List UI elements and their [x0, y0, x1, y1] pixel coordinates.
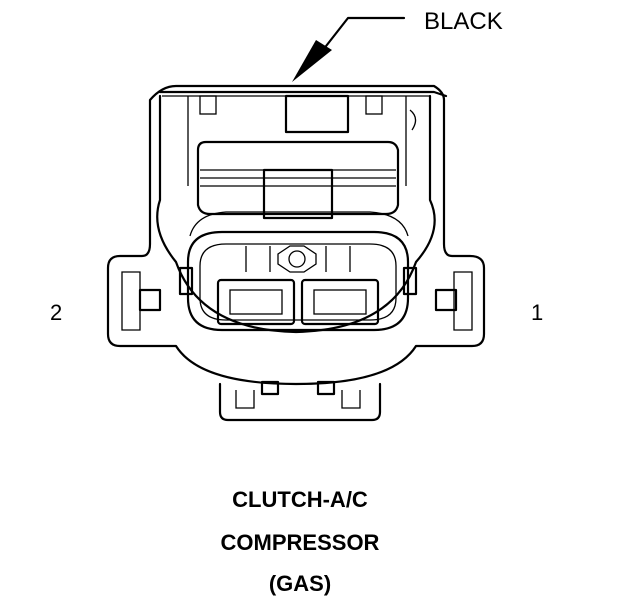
callout-label-black: BLACK — [424, 8, 503, 35]
connector-cover — [158, 90, 448, 186]
title-line-2: COMPRESSOR — [220, 530, 380, 555]
pin-number-1: 1 — [531, 300, 544, 325]
callout-arrowhead — [292, 40, 332, 82]
callout-leader — [292, 16, 406, 82]
latch-tab-right — [434, 288, 458, 312]
title-line-1: CLUTCH-A/C — [232, 487, 368, 512]
pin-number-2: 2 — [50, 300, 63, 325]
title-line-3: (GAS) — [268, 571, 332, 596]
latch-tab-left — [138, 288, 162, 312]
terminal-2 — [216, 278, 296, 326]
terminal-1 — [300, 278, 380, 326]
bottom-key — [218, 380, 382, 422]
connector-flange — [106, 84, 486, 386]
terminal-cavity — [178, 230, 418, 332]
connector-body — [156, 94, 436, 334]
